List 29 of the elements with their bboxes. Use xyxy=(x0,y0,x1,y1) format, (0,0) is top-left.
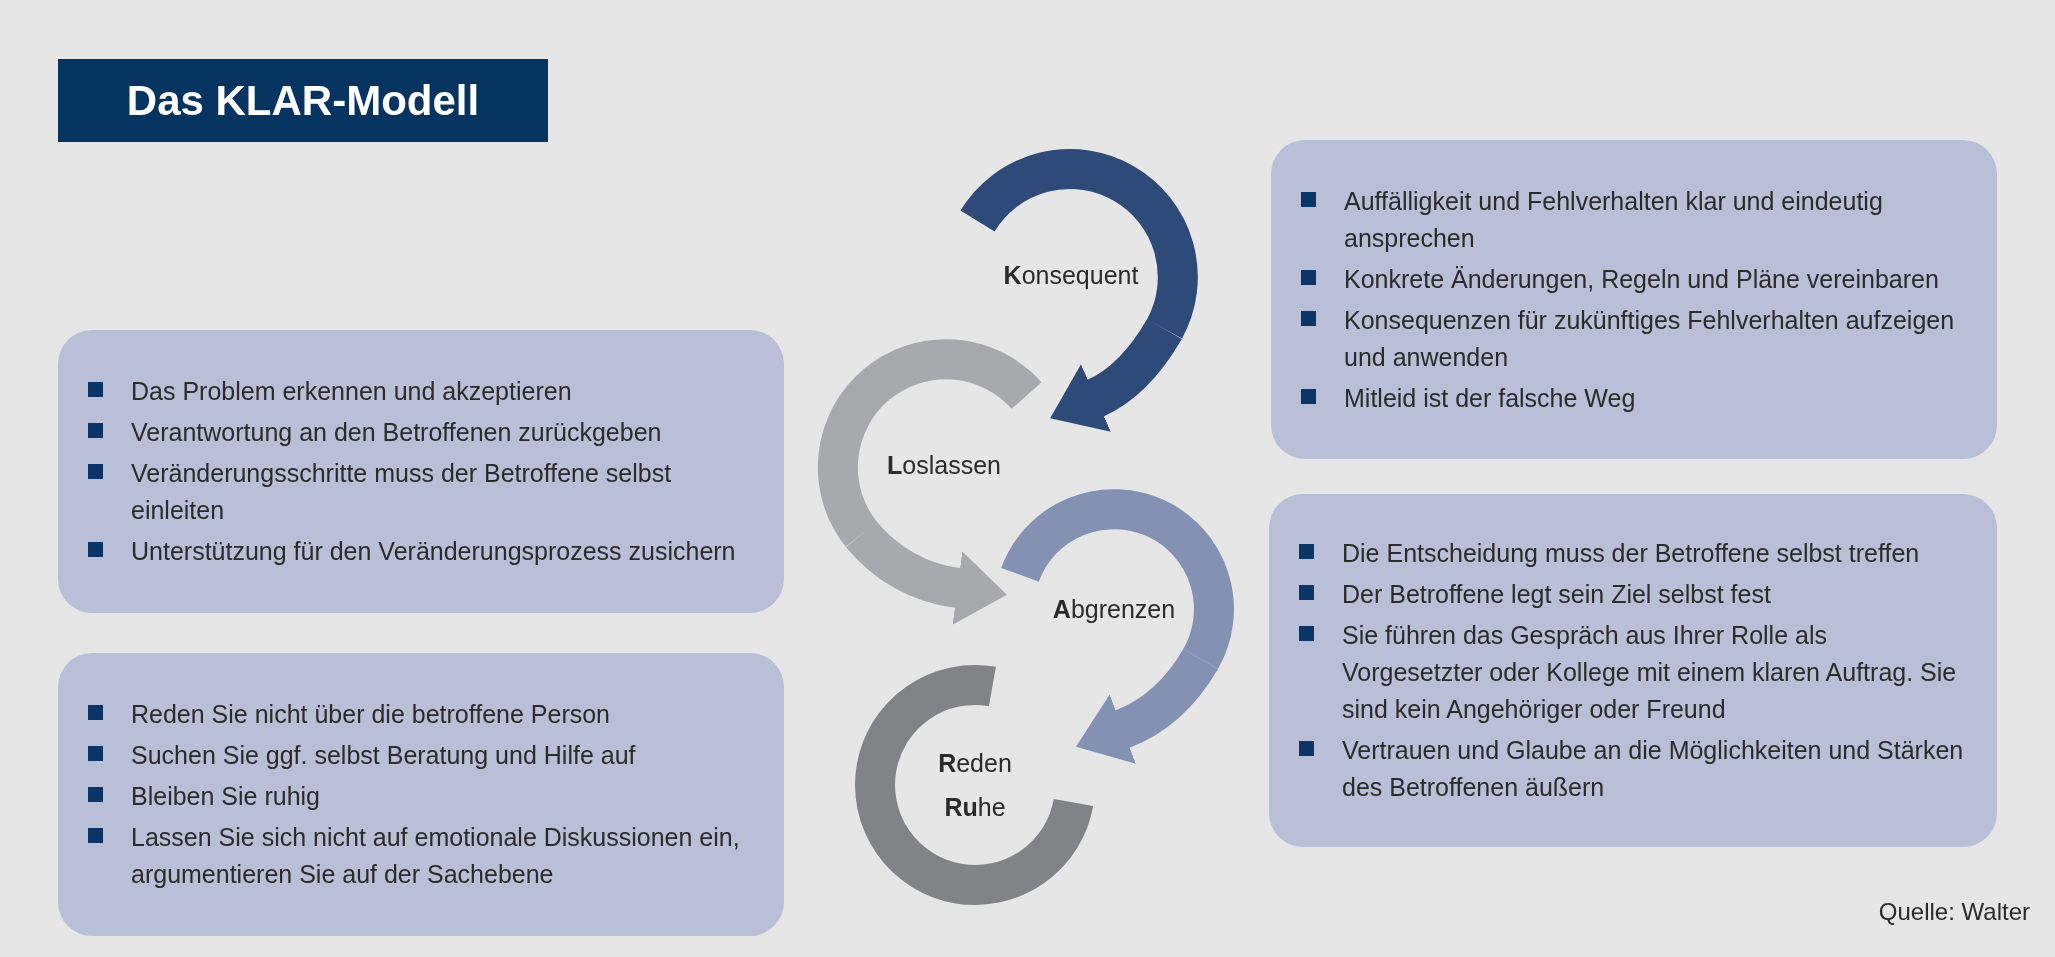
bullet-text: Lassen Sie sich nicht auf emotionale Diskussionen ein, argumentieren Sie auf der Sachebene xyxy=(131,822,741,890)
bullet-text: Verantwortung an den Betroffenen zurückgeben xyxy=(131,417,662,448)
step-label: Ruhe xyxy=(944,792,1006,823)
step-label: Abgrenzen xyxy=(1052,594,1176,625)
step-label: Loslassen xyxy=(887,450,1001,481)
arrow xyxy=(1050,318,1182,432)
bullet-text: Das Problem erkennen und akzeptieren xyxy=(131,376,572,407)
step-label: Reden xyxy=(938,748,1012,779)
bullet-text: Vertrauen und Glaube an die Möglichkeiten und Stärken des Betroffenen äußern xyxy=(1342,735,1965,803)
bullet-text: Bleiben Sie ruhig xyxy=(131,781,320,812)
bullet-text: Suchen Sie ggf. selbst Beratung und Hilfe auf xyxy=(131,740,636,771)
arrow xyxy=(846,521,1007,625)
source-caption: Quelle: Walter xyxy=(1878,898,2030,926)
bullet-text: Sie führen das Gespräch aus Ihrer Rolle als Vorgesetzter oder Kollege mit einem klaren Auftrag. Sie sind kein Angehöriger oder Freund xyxy=(1342,620,1958,725)
text-panel xyxy=(1271,140,1997,459)
bullet-text: Die Entscheidung muss der Betroffene selbst treffen xyxy=(1342,538,1920,569)
bullet-text: Auffälligkeit und Fehlverhalten klar und eindeutig ansprechen xyxy=(1344,185,1884,254)
bullet-text: Unterstützung für den Veränderungsprozess zusichern xyxy=(131,536,736,567)
bullet-text: Veränderungsschritte muss der Betroffene selbst einleiten xyxy=(131,458,673,526)
bullet-text: Reden Sie nicht über die betroffene Person xyxy=(131,699,611,730)
text-panel xyxy=(58,330,784,613)
bullet-text: Mitleid ist der falsche Weg xyxy=(1344,382,1636,414)
bullet-text: Konkrete Änderungen, Regeln und Pläne vereinbaren xyxy=(1344,263,1939,295)
title-banner: Das KLAR-Modell xyxy=(58,59,548,142)
text-panel xyxy=(1269,494,1997,847)
text-panel xyxy=(58,653,784,936)
step-label: Konsequent xyxy=(1003,260,1139,291)
bullet-text: Konsequenzen für zukünftiges Fehlverhalten aufzeigen und anwenden xyxy=(1344,304,1956,373)
bullet-text: Der Betroffene legt sein Ziel selbst fest xyxy=(1342,579,1771,610)
